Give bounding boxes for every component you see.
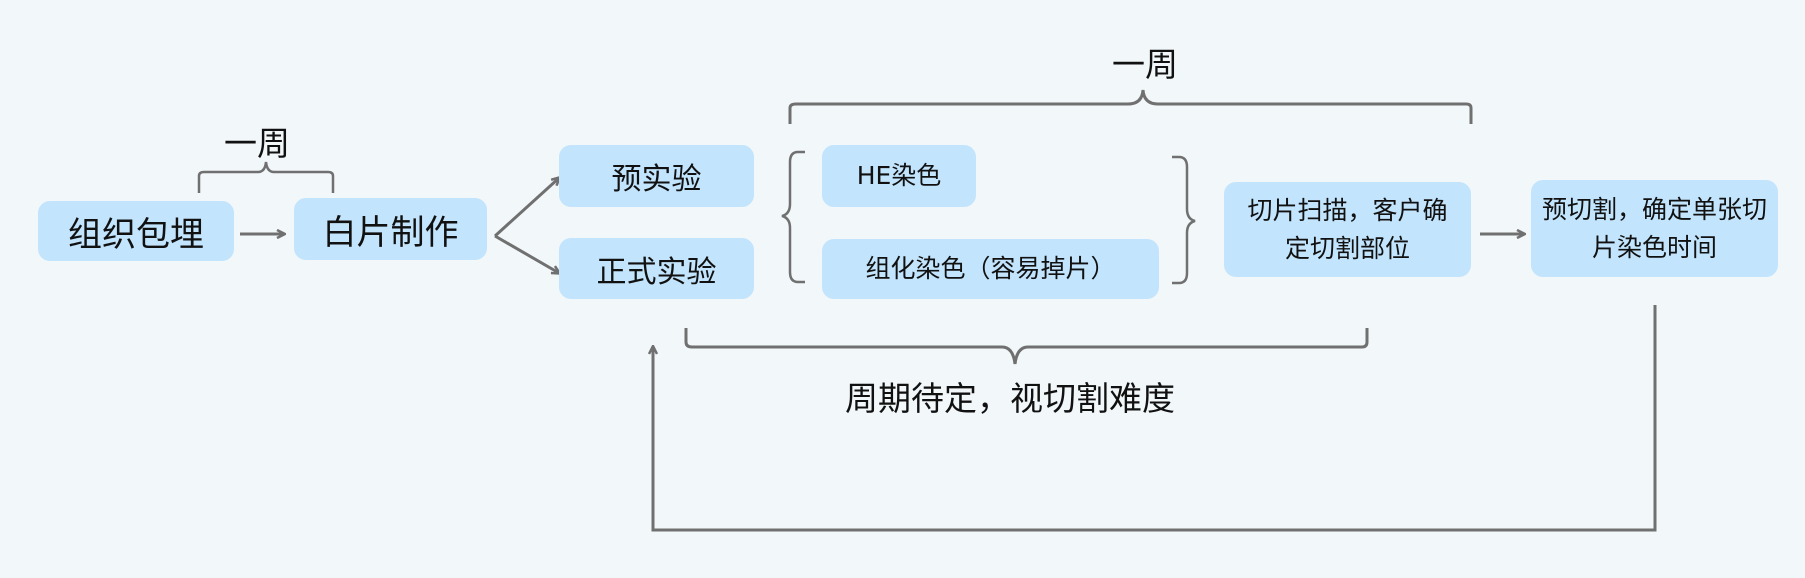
node-label: 正式实验	[596, 254, 717, 290]
node-label: 组织包埋	[68, 214, 204, 255]
brace-small-top	[197, 161, 335, 193]
node-pre-experiment: 预实验	[559, 145, 754, 207]
label-period: 周期待定，视切割难度	[845, 379, 1175, 418]
node-label: 预实验	[611, 162, 702, 197]
node-label: 组化染色（容易掉片）	[865, 254, 1116, 283]
label-week-top: 一周	[1112, 45, 1178, 84]
brace-big-top	[788, 89, 1473, 124]
node-he-stain: HE染色	[822, 145, 976, 207]
node-label: HE染色	[856, 161, 942, 190]
node-label: 切片扫描，客户确定切割部位	[1247, 195, 1448, 263]
brace-right	[1172, 155, 1196, 285]
arrow-slide-to-pre	[493, 178, 559, 238]
node-embed: 组织包埋	[38, 201, 234, 261]
arrow-slide-to-formal	[494, 234, 559, 273]
node-ihc-stain: 组化染色（容易掉片）	[822, 239, 1159, 299]
node-formal-experiment: 正式实验	[559, 238, 754, 299]
node-pre-cut: 预切割，确定单张切片染色时间	[1531, 180, 1778, 277]
loop-back-arrow	[653, 305, 1657, 532]
brace-left	[781, 150, 805, 284]
label-week-small: 一周	[224, 124, 290, 163]
node-scan: 切片扫描，客户确定切割部位	[1224, 182, 1471, 277]
node-label: 预切割，确定单张切片染色时间	[1541, 194, 1767, 262]
node-slide-prep: 白片制作	[294, 198, 487, 260]
node-label: 白片制作	[322, 212, 459, 253]
brace-bottom	[684, 328, 1369, 365]
